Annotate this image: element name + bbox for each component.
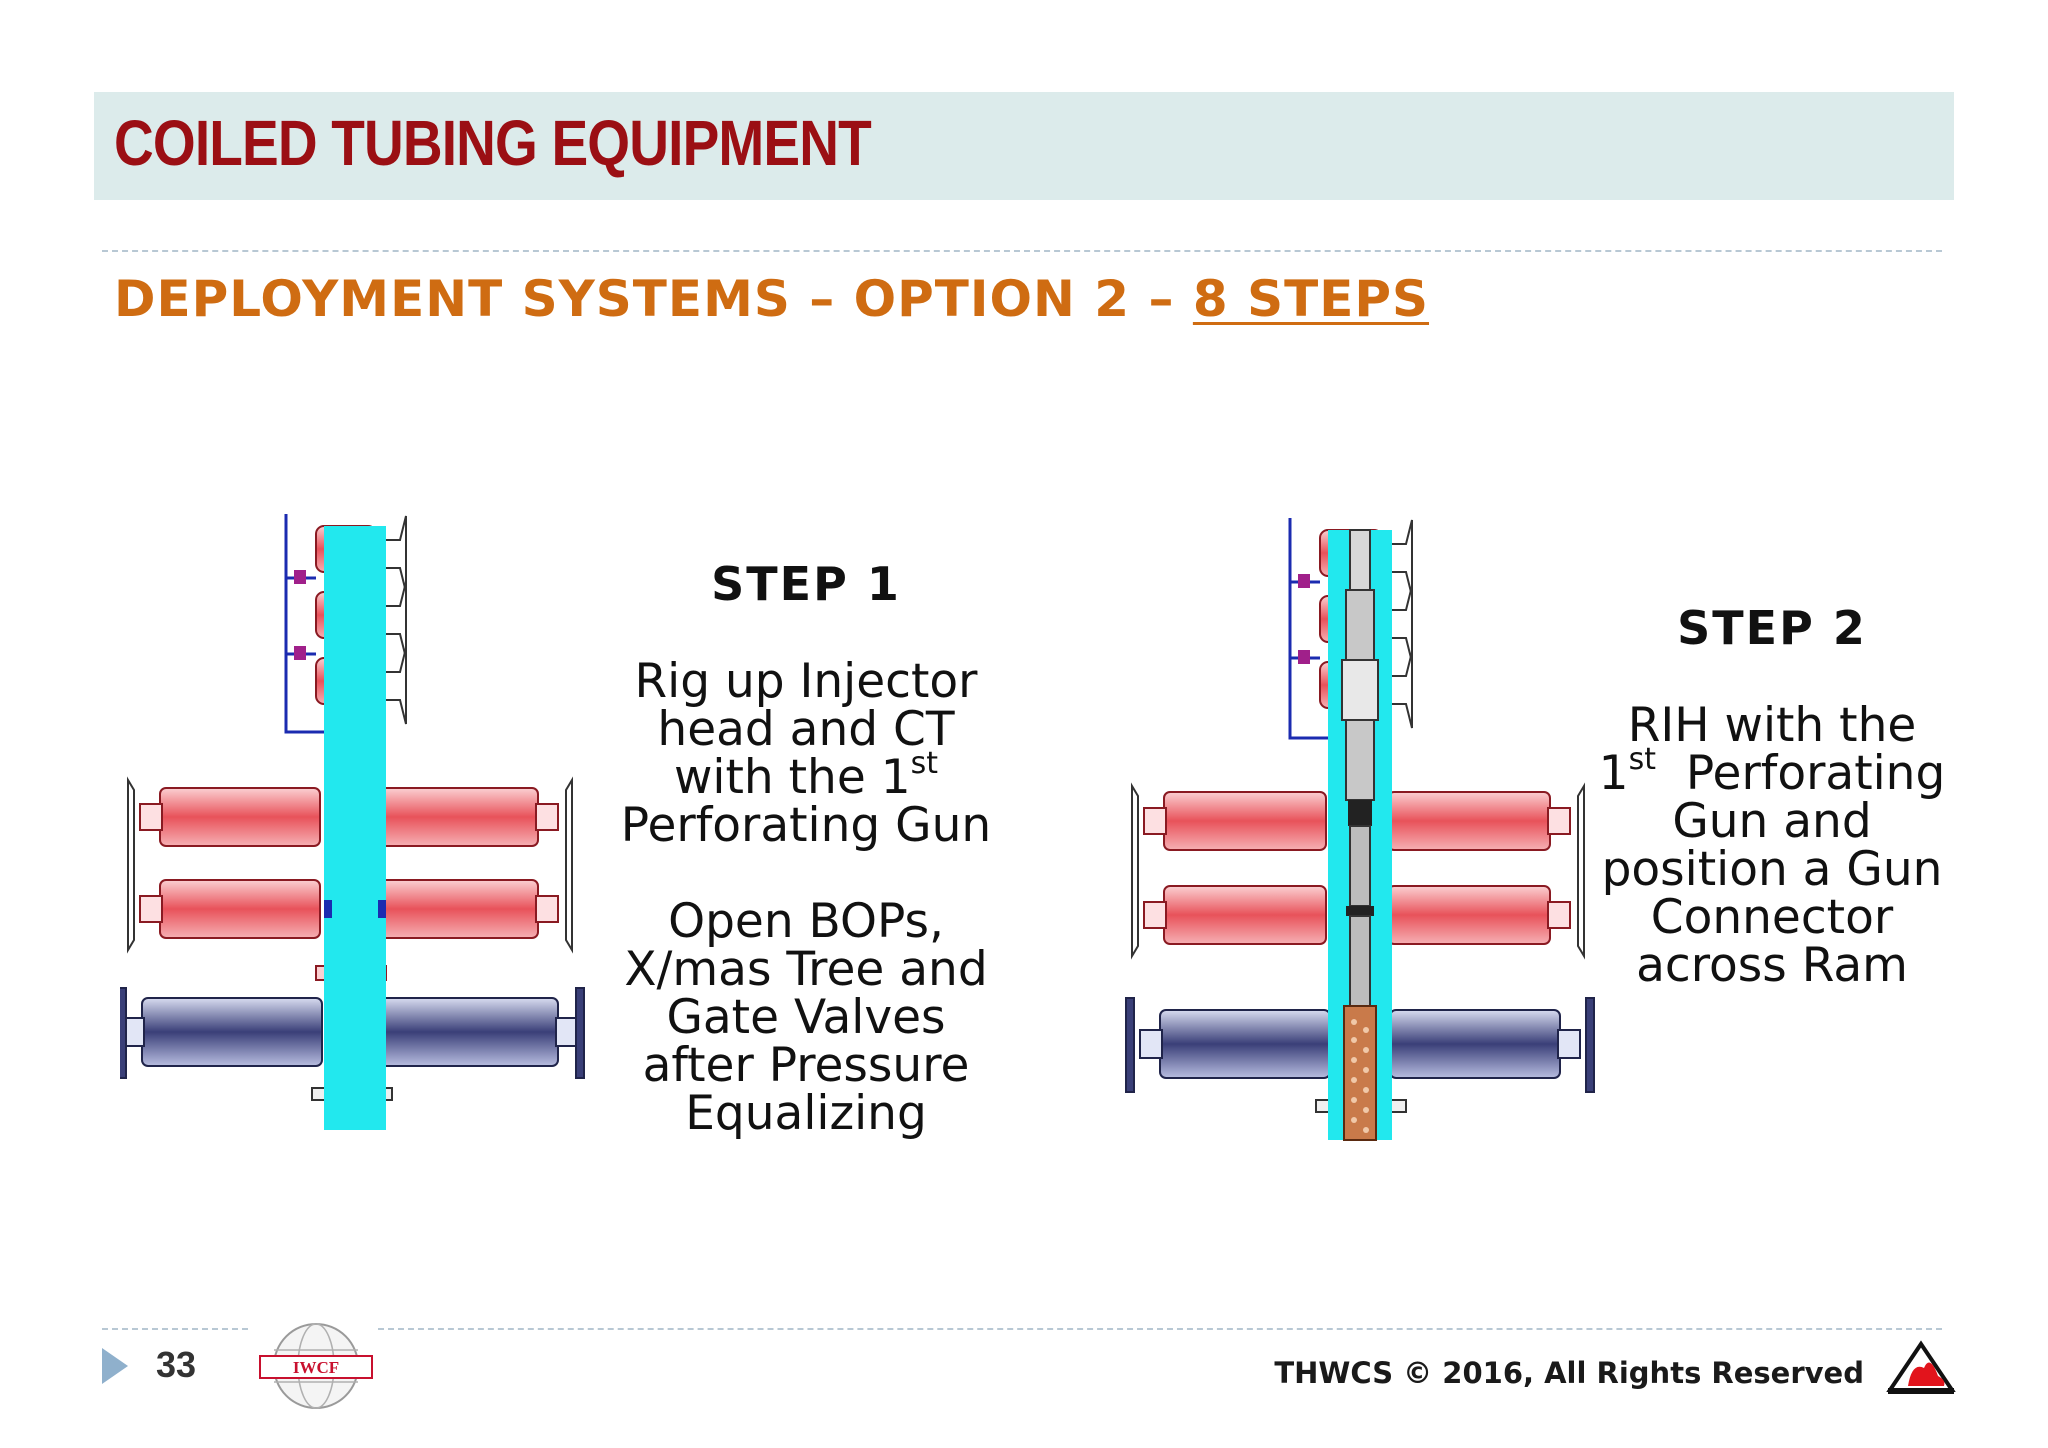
svg-text:IWCF: IWCF xyxy=(293,1358,339,1377)
step-1-line: Open BOPs, xyxy=(668,894,944,949)
slide-title: COILED TUBING EQUIPMENT xyxy=(114,107,872,179)
iwcf-logo: IWCF xyxy=(259,1323,373,1409)
thwcs-logo xyxy=(1886,1340,1956,1394)
step-1-line: Perforating Gun xyxy=(620,798,992,853)
step-2-line: 1st Perforating xyxy=(1598,742,1946,801)
step-1-line: head and CT xyxy=(657,702,955,757)
step-2-line: across Ram xyxy=(1636,938,1908,993)
step-1-text: STEP 1 Rig up Injector head and CT with … xyxy=(606,560,1006,1138)
step-2-text: STEP 2 RIH with the 1st Perforating Gun … xyxy=(1590,604,1954,990)
bop-stack-diagram-step-1 xyxy=(120,514,585,1130)
divider-top xyxy=(102,250,1942,252)
slide-subtitle: DEPLOYMENT SYSTEMS – OPTION 2 – 8 STEPS xyxy=(114,270,1429,328)
step-2-line: RIH with the xyxy=(1627,698,1917,753)
copyright-text: THWCS © 2016, All Rights Reserved xyxy=(1274,1356,1864,1390)
bop-stack-diagram-step-2 xyxy=(1125,518,1595,1141)
step-1-line: Rig up Injector xyxy=(634,654,978,709)
step-1-line: after Pressure xyxy=(642,1038,970,1093)
subtitle-text: DEPLOYMENT SYSTEMS – OPTION 2 – xyxy=(114,270,1193,328)
steps-link[interactable]: 8 STEPS xyxy=(1192,270,1430,328)
step-1-line: with the 1st xyxy=(673,746,939,805)
step-2-line: position a Gun xyxy=(1601,842,1943,897)
divider-bottom-right xyxy=(378,1328,1942,1330)
step-1-line: X/mas Tree and xyxy=(624,942,988,997)
step-1-line: Equalizing xyxy=(685,1086,927,1141)
title-bar: COILED TUBING EQUIPMENT xyxy=(94,92,1954,200)
step-1-line: Gate Valves xyxy=(666,990,946,1045)
next-arrow-icon[interactable] xyxy=(102,1348,128,1384)
page-number: 33 xyxy=(156,1344,197,1385)
divider-bottom-left xyxy=(102,1328,248,1330)
step-2-heading: STEP 2 xyxy=(1677,601,1867,655)
step-2-line: Connector xyxy=(1650,890,1894,945)
step-2-line: Gun and xyxy=(1672,794,1872,849)
step-1-heading: STEP 1 xyxy=(711,557,901,611)
